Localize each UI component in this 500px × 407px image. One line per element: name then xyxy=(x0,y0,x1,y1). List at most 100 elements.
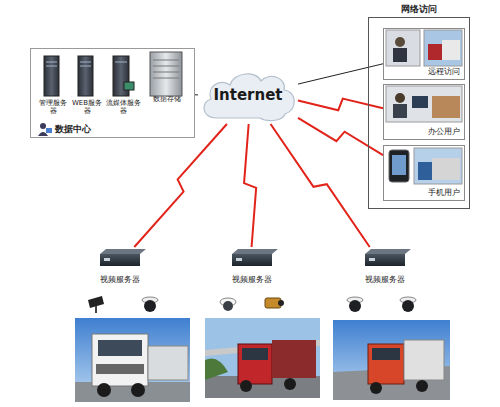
node-label: 视频服务器 xyxy=(92,275,148,285)
truck-photo xyxy=(75,318,190,402)
truck-windshield xyxy=(372,348,400,360)
bridge xyxy=(205,340,320,356)
management-server-icon xyxy=(44,56,59,96)
office-user-photo xyxy=(386,86,462,122)
internet-cloud: Internet xyxy=(198,68,298,124)
wireless-link xyxy=(298,118,383,155)
box-camera xyxy=(265,298,284,308)
truck-cab xyxy=(428,44,442,60)
server-node: 管理服务器 xyxy=(37,53,69,123)
device-top xyxy=(365,249,411,254)
server-slot xyxy=(80,62,91,63)
camera-lens xyxy=(278,300,284,306)
video-server-node: 视频服务器 xyxy=(224,247,280,285)
truck-trailer xyxy=(148,346,188,380)
node-label: 管理服务器 xyxy=(37,99,69,115)
node-label: 远程访问 xyxy=(428,67,460,77)
computer-screen xyxy=(412,96,428,108)
roadside-trees xyxy=(205,359,228,381)
server-slot xyxy=(115,62,127,63)
photo-road xyxy=(205,376,320,398)
truck-wheel xyxy=(240,380,252,392)
truck-trailer xyxy=(404,340,444,380)
dome-base xyxy=(347,297,363,303)
dome-camera xyxy=(347,297,363,312)
server-slot xyxy=(46,62,57,63)
video-server-device xyxy=(100,249,146,266)
operator-icon xyxy=(38,123,52,136)
remote-access-photos xyxy=(386,30,462,66)
dome-lens xyxy=(144,300,156,312)
truck-windshield xyxy=(98,340,142,356)
truck-cab xyxy=(368,344,404,384)
wireless-link xyxy=(298,99,383,111)
truck-photo xyxy=(424,30,462,66)
device-top xyxy=(100,249,146,254)
truck-trailer xyxy=(272,340,316,378)
dome-lens xyxy=(349,300,361,312)
network-access-frame: 网络访问远程访问办公用户手机用户 xyxy=(368,17,470,209)
device-top xyxy=(232,249,278,254)
access-box: 办公用户 xyxy=(383,84,465,140)
dome-base xyxy=(142,297,158,303)
person-body xyxy=(393,104,407,118)
truck-wheel xyxy=(131,383,145,397)
dome-camera xyxy=(400,297,416,312)
storage-body xyxy=(150,52,182,96)
device-front xyxy=(100,254,140,266)
mobile-user-photo xyxy=(389,148,462,184)
node-label: 数据存储 xyxy=(143,95,191,103)
truck-wheel xyxy=(284,378,296,390)
photo-road xyxy=(333,366,450,400)
truck-photo xyxy=(333,320,450,400)
video-server-node: 视频服务器 xyxy=(357,247,413,285)
server-body xyxy=(113,56,129,96)
device-port xyxy=(369,258,375,261)
truck-trailer xyxy=(442,40,460,60)
network-line xyxy=(195,94,198,95)
access-box: 手机用户 xyxy=(383,145,465,201)
phone-body xyxy=(389,150,409,182)
camera-body xyxy=(265,298,281,308)
storage-node: 数据存储 xyxy=(143,49,191,123)
storage-slot xyxy=(153,66,179,67)
node-label: 手机用户 xyxy=(428,188,460,198)
photo-sky xyxy=(75,318,190,402)
truck-photo xyxy=(414,148,462,184)
truck-wheel xyxy=(416,380,428,392)
data-center-frame: 数据中心管理服务器WEB服务器流媒体服务器数据存储 xyxy=(30,48,195,138)
node-label: 视频服务器 xyxy=(224,275,280,285)
monitor-icon xyxy=(124,82,134,90)
server-body xyxy=(44,56,59,96)
dome-lens xyxy=(223,301,233,311)
dome-base xyxy=(400,297,416,303)
dome-camera xyxy=(220,298,236,311)
node-label: 视频服务器 xyxy=(357,275,413,285)
photo-sky xyxy=(205,318,320,398)
device-port xyxy=(104,258,110,261)
truck-cab xyxy=(238,344,272,384)
truck-trailer xyxy=(432,158,460,180)
server-slot xyxy=(80,66,91,67)
office-photo xyxy=(386,30,420,66)
camera-mount xyxy=(95,306,97,313)
operator-body xyxy=(38,132,48,136)
network-label: Internet xyxy=(198,86,298,104)
bullet-camera xyxy=(88,296,104,313)
storage-slot xyxy=(153,72,179,73)
operator-head xyxy=(40,123,46,129)
dome-camera xyxy=(142,297,158,312)
device-port xyxy=(236,258,242,261)
storage-cabinet-icon xyxy=(150,52,182,96)
office-photo xyxy=(386,86,462,122)
truck-photo xyxy=(205,318,320,398)
truck-cab xyxy=(92,334,148,386)
server-node: WEB服务器 xyxy=(71,53,103,123)
server-node: 流媒体服务器 xyxy=(105,53,141,123)
person-head xyxy=(395,37,405,47)
dome-base xyxy=(220,298,236,306)
network-line xyxy=(298,64,383,84)
truck-wheel xyxy=(97,383,111,397)
